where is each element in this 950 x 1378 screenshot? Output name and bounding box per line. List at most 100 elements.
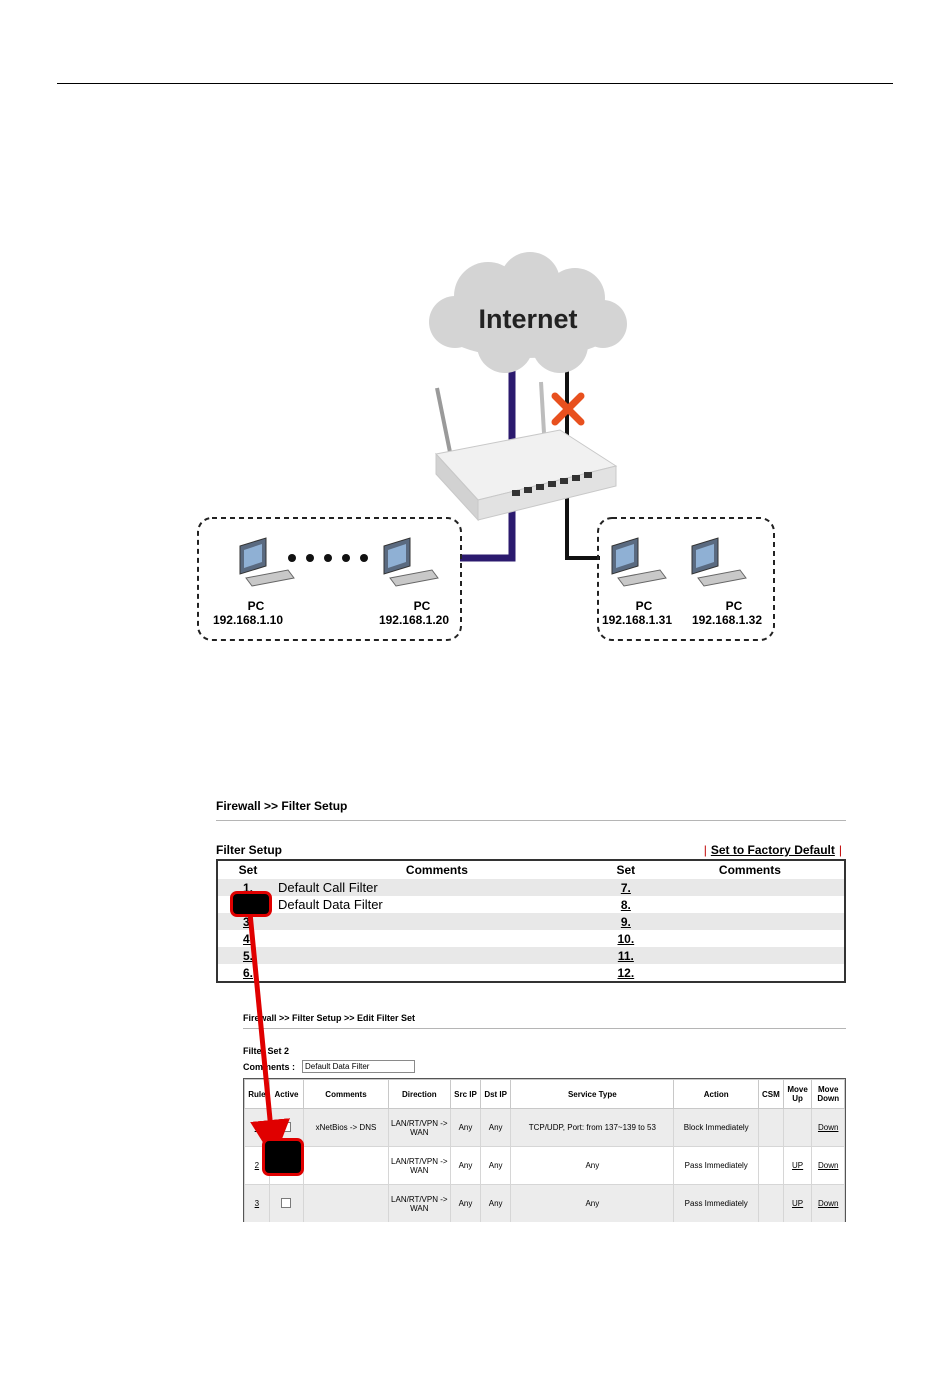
column-header: Set [238,863,258,877]
filter-set-link[interactable]: 12. [617,965,635,980]
filter-rule-table: Rule Active Comments Direction Src IP Ds… [243,1078,846,1222]
column-header: Direction [387,1079,451,1109]
set-comment [655,913,844,930]
page-header-rule [57,83,893,84]
column-header: Comments [718,863,781,877]
factory-default-area: |Set to Factory Default| [703,843,842,857]
table-row: 3 LAN/RT/VPN -> WAN Any Any Any Pass Imm… [244,1184,845,1222]
set-comment: Default Call Filter [278,879,596,896]
set-comment [655,879,844,896]
column-header: Move Up [782,1079,813,1109]
comments-label: Comments : [243,1062,296,1072]
filter-set-link[interactable]: 3. [242,914,253,929]
highlight-callout-rule2 [262,1138,304,1176]
set-comment: Default Data Filter [278,897,383,912]
pc-ip: 192.168.1.31 [602,613,672,627]
rule-dst-ip: Any [480,1146,512,1185]
internet-cloud-icon [429,252,627,373]
rule-comment [303,1184,389,1222]
active-checkbox[interactable] [281,1197,292,1208]
rule-direction: LAN/RT/VPN -> WAN [387,1146,451,1185]
pc-label: PC [726,599,743,613]
section-title: Filter Setup [216,843,283,857]
table-row: 1 xNetBios -> DNS LAN/RT/VPN -> WAN Any … [244,1108,845,1147]
pc-icon [611,537,667,587]
move-down-link[interactable]: Down [817,1199,839,1208]
rule-action: Pass Immediately [673,1184,760,1222]
rule-comment: xNetBios -> DNS [303,1108,389,1147]
rule-dst-ip: Any [480,1184,512,1222]
router-icon [435,381,618,522]
set-comment [655,947,844,964]
edit-breadcrumb: Firewall >> Filter Setup >> Edit Filter … [243,1013,416,1023]
blocked-connection-line [565,370,600,560]
column-header: CSM [758,1079,784,1109]
block-x-icon [551,392,585,426]
rule-direction: LAN/RT/VPN -> WAN [387,1184,451,1222]
rule-link[interactable]: 3 [254,1199,260,1208]
table-header-row: Set Comments Set Comments [218,861,844,879]
move-down-link[interactable]: Down [817,1161,839,1170]
table-row: 4. 10. [218,930,844,947]
edit-breadcrumb-divider [243,1028,846,1029]
filter-set-label: Filter Set 2 [243,1046,290,1056]
rule-csm [758,1146,784,1185]
pc-ip: 192.168.1.32 [692,613,762,627]
column-header: Comments [405,863,468,877]
rule-service-type: TCP/UDP, Port: from 137~139 to 53 [510,1108,675,1147]
pc-icon [239,537,295,587]
cloud-label: Internet [478,304,577,334]
column-header: Move Down [811,1079,845,1109]
allowed-connection-line [460,370,516,562]
filter-set-link[interactable]: 6. [242,965,253,980]
ellipsis-dots [288,554,368,562]
factory-default-link[interactable]: Set to Factory Default [710,843,835,857]
rule-service-type: Any [510,1184,675,1222]
rule-csm [758,1184,784,1222]
breadcrumb: Firewall >> Filter Setup [216,799,348,813]
filter-set-link[interactable]: 1. [242,880,253,895]
rule-link[interactable]: 2 [254,1161,260,1170]
filter-set-link[interactable]: 11. [617,948,634,963]
pc-label: PC [414,599,431,613]
table-header-row: Rule Active Comments Direction Src IP Ds… [244,1079,845,1109]
filter-set-link[interactable]: 9. [620,914,631,929]
highlight-callout-set2 [230,891,272,917]
pc-ip: 192.168.1.10 [213,613,283,627]
table-row: 1. Default Call Filter 7. [218,879,844,896]
rule-comment [303,1146,389,1185]
column-header: Comments [303,1079,389,1109]
pc-ip: 192.168.1.20 [379,613,449,627]
filter-set-link[interactable]: 7. [620,880,631,895]
filter-set-link[interactable]: 5. [242,948,253,963]
rule-direction: LAN/RT/VPN -> WAN [387,1108,451,1147]
column-header: Action [673,1079,760,1109]
move-up-link[interactable]: UP [792,1161,804,1170]
move-down-link[interactable]: Down [817,1123,839,1132]
column-header: Dst IP [480,1079,512,1109]
filter-setup-header: Filter Setup |Set to Factory Default| [216,843,846,859]
filter-set-link[interactable]: 4. [242,931,253,946]
filter-set-link[interactable]: 10. [617,931,635,946]
rule-service-type: Any [510,1146,675,1185]
pc-icon [691,537,747,587]
move-up-link[interactable]: UP [792,1199,804,1208]
rule-csm [758,1108,784,1147]
set-comment [278,947,596,964]
set-comment [278,913,596,930]
pc-icon [383,537,439,587]
filter-set-link[interactable]: 8. [620,897,631,912]
table-row: 2 LAN/RT/VPN -> WAN Any Any Any Pass Imm… [244,1146,845,1185]
comments-input[interactable]: Default Data Filter [302,1060,415,1073]
table-row: 5. 11. [218,947,844,964]
lan-group-blocked [597,517,775,641]
table-row: 3. 9. [218,913,844,930]
pc-label: PC [636,599,653,613]
network-diagram: Internet [197,252,775,641]
table-row: 6. 12. [218,964,844,981]
rule-src-ip: Any [449,1108,482,1147]
breadcrumb-divider [216,820,846,821]
lan-group-allowed [197,517,462,641]
pc-label: PC [248,599,265,613]
